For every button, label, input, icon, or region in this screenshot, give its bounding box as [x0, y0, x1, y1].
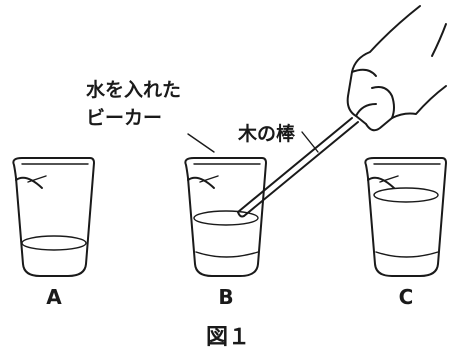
beaker-label-a: A: [46, 285, 62, 309]
leader-line-stick: [301, 131, 319, 153]
beaker-label-b: B: [218, 285, 233, 309]
beaker-a: [12, 157, 95, 277]
beaker-a-reflection: [27, 175, 47, 183]
figure-caption: 図１: [206, 325, 250, 350]
beaker-a-body: [12, 157, 95, 277]
beaker-c-water-bottom: [375, 251, 439, 258]
beaker-b-reflection: [199, 175, 219, 183]
beaker-b: [184, 157, 267, 277]
beaker-label-c: C: [399, 285, 414, 309]
beaker-b-spout: [187, 176, 215, 189]
beaker-b-water-surface: [193, 210, 259, 226]
leader-line-water-beaker: [187, 133, 215, 153]
wooden-stick: [237, 117, 359, 218]
label-wooden-stick: 木の棒: [237, 122, 296, 145]
label-water-beaker-line1: 水を入れた: [86, 79, 181, 101]
beaker-c-spout: [367, 176, 395, 189]
beaker-c-body: [364, 157, 447, 277]
label-water-beaker-line2: ビーカー: [86, 107, 162, 129]
beaker-b-body: [184, 157, 267, 277]
beaker-c: [364, 157, 447, 277]
hand-drawing: [346, 5, 447, 132]
beaker-c-water-surface: [373, 187, 439, 203]
beaker-c-reflection: [379, 175, 399, 183]
beaker-b-water-bottom: [195, 251, 259, 258]
beaker-a-water-surface: [21, 235, 87, 251]
beaker-a-spout: [15, 176, 43, 189]
